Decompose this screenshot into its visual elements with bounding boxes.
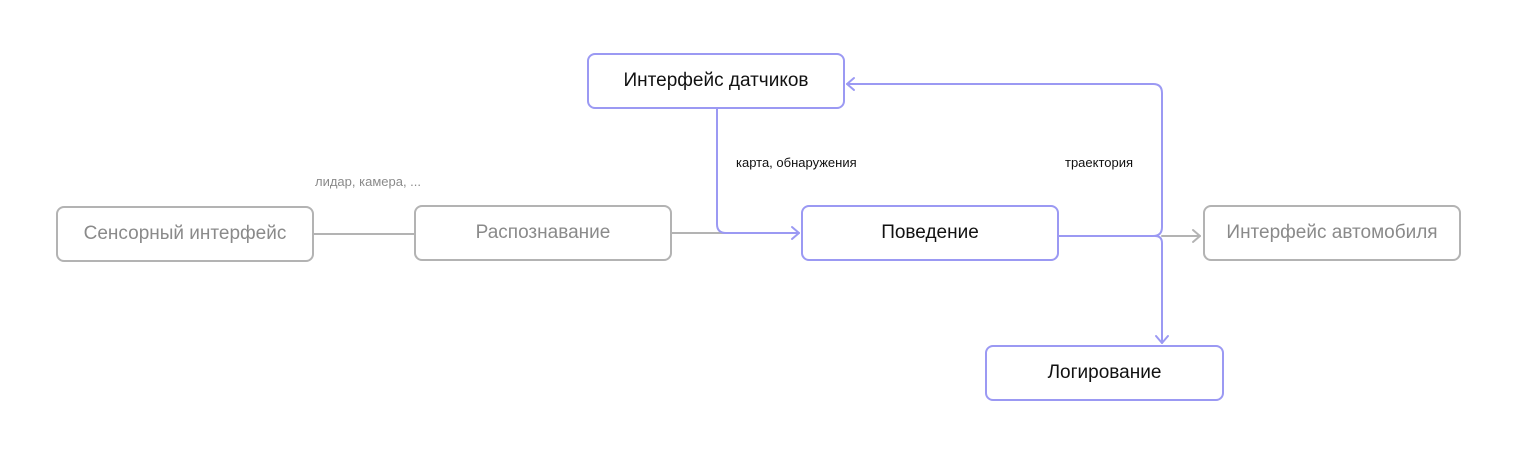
arrowhead-logging-icon: [1155, 335, 1169, 344]
arrowhead-vehicle-icon: [1192, 229, 1201, 243]
node-label: Распознавание: [475, 222, 611, 243]
node-label: Логирование: [1047, 362, 1162, 383]
node-sensor-data-interface[interactable]: Интерфейс датчиков: [587, 53, 845, 109]
edge-label-trajectory: траектория: [1065, 155, 1134, 170]
arrowhead-sensor-data-icon: [846, 77, 855, 91]
node-sensor-interface[interactable]: Сенсорный интерфейс: [56, 206, 314, 262]
node-label: Интерфейс датчиков: [623, 70, 809, 91]
edge-label-map-detections: карта, обнаружения: [736, 155, 857, 170]
arrowhead-behavior-icon: [791, 226, 800, 240]
node-label: Поведение: [881, 222, 979, 243]
node-label: Сенсорный интерфейс: [83, 223, 287, 244]
edge-behavior-to-logging: [1154, 235, 1163, 344]
node-behavior[interactable]: Поведение: [801, 205, 1059, 261]
node-perception[interactable]: Распознавание: [414, 205, 672, 261]
edge-sensor-data-to-behavior: [716, 108, 800, 234]
node-label: Интерфейс автомобиля: [1226, 222, 1438, 243]
node-logging[interactable]: Логирование: [985, 345, 1224, 401]
node-vehicle-interface[interactable]: Интерфейс автомобиля: [1203, 205, 1461, 261]
edge-label-sensors: лидар, камера, ...: [315, 174, 422, 189]
